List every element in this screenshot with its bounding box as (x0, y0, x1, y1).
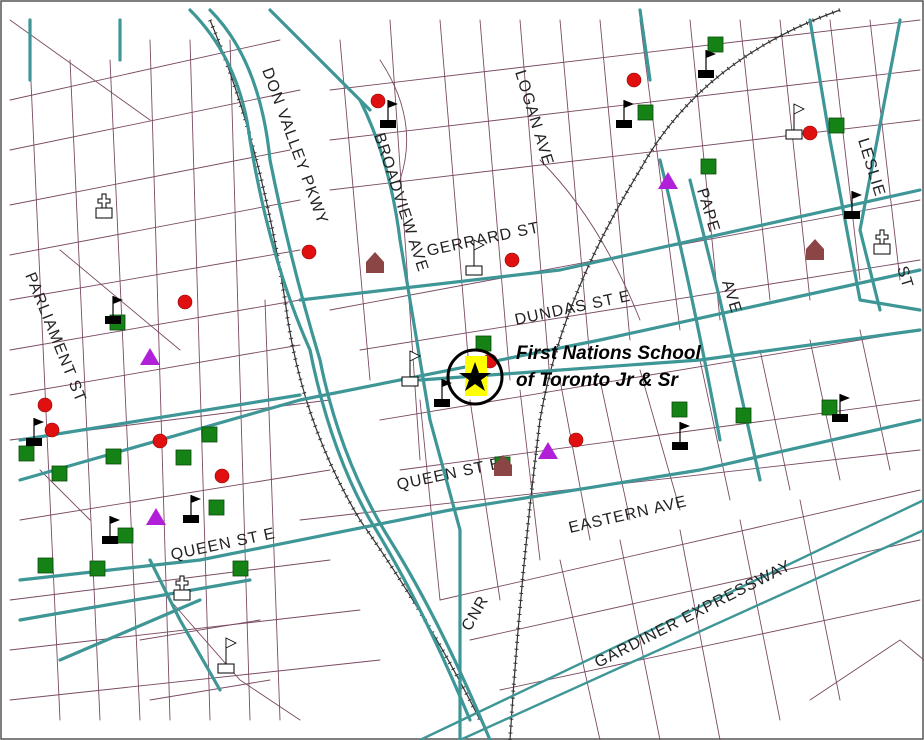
red-circle-marker[interactable] (370, 93, 386, 109)
green-square-marker[interactable] (707, 36, 724, 53)
green-square-marker[interactable] (105, 448, 122, 465)
black-flag-marker[interactable] (616, 100, 634, 128)
green-square-marker[interactable] (51, 465, 68, 482)
house-marker[interactable] (494, 455, 512, 476)
red-circle-marker[interactable] (504, 252, 520, 268)
school-ring (446, 348, 504, 406)
green-square-marker[interactable] (117, 527, 134, 544)
green-square-marker[interactable] (201, 426, 218, 443)
green-square-marker[interactable] (18, 445, 35, 462)
green-square-marker[interactable] (89, 560, 106, 577)
label-dundas: DUNDAS ST E (513, 288, 632, 329)
red-circle-marker[interactable] (214, 468, 230, 484)
label-queen-east-2: QUEEN ST E (169, 525, 277, 564)
label-cnr: CNR (459, 593, 493, 634)
white-flag-marker[interactable] (217, 637, 237, 674)
red-circle-marker[interactable] (177, 294, 193, 310)
green-square-marker[interactable] (37, 557, 54, 574)
red-circle-marker[interactable] (152, 433, 168, 449)
house-marker[interactable] (366, 252, 384, 273)
school-name-line2: of Toronto Jr & Sr (516, 370, 679, 391)
black-flag-marker[interactable] (844, 191, 862, 219)
black-flag-marker[interactable] (698, 50, 716, 78)
white-flag-marker[interactable] (465, 239, 485, 276)
green-square-marker[interactable] (671, 401, 688, 418)
house-marker[interactable] (806, 239, 824, 260)
triangle-marker[interactable] (146, 508, 166, 525)
label-parliament: PARLIAMENT ST (21, 270, 89, 405)
church-cross-marker[interactable] (95, 193, 113, 219)
church-cross-marker[interactable] (873, 229, 891, 255)
red-circle-marker[interactable] (37, 397, 53, 413)
label-gardiner: GARDINER EXPRESSWAY (592, 557, 794, 671)
white-flag-markers (217, 103, 805, 674)
black-flag-marker[interactable] (672, 422, 690, 450)
label-gerrard: GERRARD ST (425, 219, 541, 260)
green-square-marker[interactable] (821, 399, 838, 416)
red-circle-marker[interactable] (568, 432, 584, 448)
church-cross-marker[interactable] (173, 575, 191, 601)
black-flag-marker[interactable] (102, 516, 120, 544)
school-location[interactable] (446, 348, 504, 406)
green-square-marker[interactable] (175, 449, 192, 466)
green-square-marker[interactable] (208, 499, 225, 516)
label-leslie-st: ST (893, 264, 916, 290)
house-markers (366, 239, 824, 476)
label-leslie: LESLIE (854, 136, 888, 199)
church-markers (95, 193, 891, 601)
white-flag-marker[interactable] (785, 103, 805, 140)
black-flag-marker[interactable] (26, 418, 44, 446)
star-icon (459, 362, 491, 391)
black-flag-marker[interactable] (434, 379, 452, 407)
green-square-marker[interactable] (828, 117, 845, 134)
green-square-marker[interactable] (735, 407, 752, 424)
triangle-marker[interactable] (140, 348, 160, 365)
green-square-marker[interactable] (637, 104, 654, 121)
red-circle-marker[interactable] (44, 422, 60, 438)
red-circle-marker[interactable] (301, 244, 317, 260)
green-square-marker[interactable] (700, 158, 717, 175)
red-circle-marker[interactable] (802, 125, 818, 141)
black-flag-marker[interactable] (183, 495, 201, 523)
black-flag-marker[interactable] (832, 394, 850, 422)
triangle-marker[interactable] (658, 172, 678, 189)
school-name-line1: First Nations School (516, 343, 701, 364)
white-flag-marker[interactable] (401, 350, 421, 387)
green-square-marker[interactable] (232, 560, 249, 577)
label-logan: LOGAN AVE (511, 68, 556, 168)
triangle-marker[interactable] (538, 442, 558, 459)
triangle-markers (140, 172, 678, 525)
black-flag-marker[interactable] (105, 296, 123, 324)
red-circle-marker[interactable] (626, 72, 642, 88)
black-flag-marker[interactable] (380, 100, 398, 128)
black-flag-markers (26, 50, 862, 544)
